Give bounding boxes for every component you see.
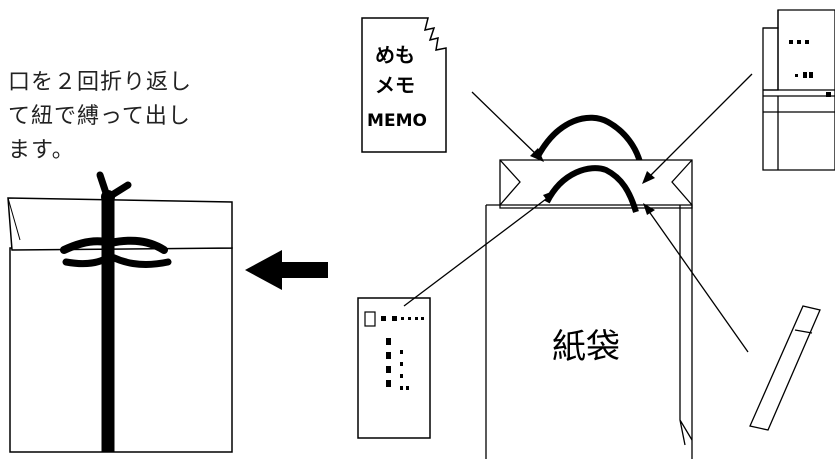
paper-bag: 紙袋: [485, 114, 693, 459]
bag-top-fold-right: [671, 159, 693, 206]
bag-side-gusset: [679, 205, 693, 446]
left-arrow-icon: [245, 250, 328, 290]
tied-bag-fold-corner: [7, 197, 21, 241]
memo-note: めも メモ MEMO: [361, 17, 447, 153]
bag-top-fold-left: [499, 159, 521, 206]
bag-body: [485, 204, 693, 459]
arrow-card: [403, 195, 551, 307]
instruction-line-1: 口を２回折り返し: [8, 70, 193, 95]
instruction-line-3: ます。: [8, 138, 75, 163]
paper-strip: [749, 305, 821, 431]
arrow-memo: [471, 91, 539, 157]
instruction-text: 口を２回折り返し て紐で縛って出し ます。: [8, 66, 258, 168]
bag-label: 紙袋: [552, 327, 620, 367]
bag-handle-front: [544, 165, 639, 213]
string-knot-right: [108, 181, 132, 199]
card: [357, 297, 431, 439]
pointer-arrows: [403, 73, 753, 353]
card-dot: [381, 316, 386, 321]
memo-line-1: めも: [375, 43, 415, 67]
tied-bag-illustration: [7, 171, 233, 453]
bag-handle-back: [534, 114, 643, 163]
paper-box: [762, 9, 835, 171]
instruction-line-2: て紐で縛って出し: [8, 104, 191, 129]
tied-bag-fold: [7, 197, 233, 251]
memo-paper: [361, 17, 447, 153]
string-knot: [101, 190, 115, 204]
tied-bag-body: [9, 247, 233, 453]
arrow-box: [647, 73, 753, 179]
arrow-strip: [647, 209, 749, 353]
string-tail: [102, 299, 115, 453]
memo-line-2: メモ: [375, 73, 415, 97]
memo-line-3: MEMO: [367, 111, 427, 131]
